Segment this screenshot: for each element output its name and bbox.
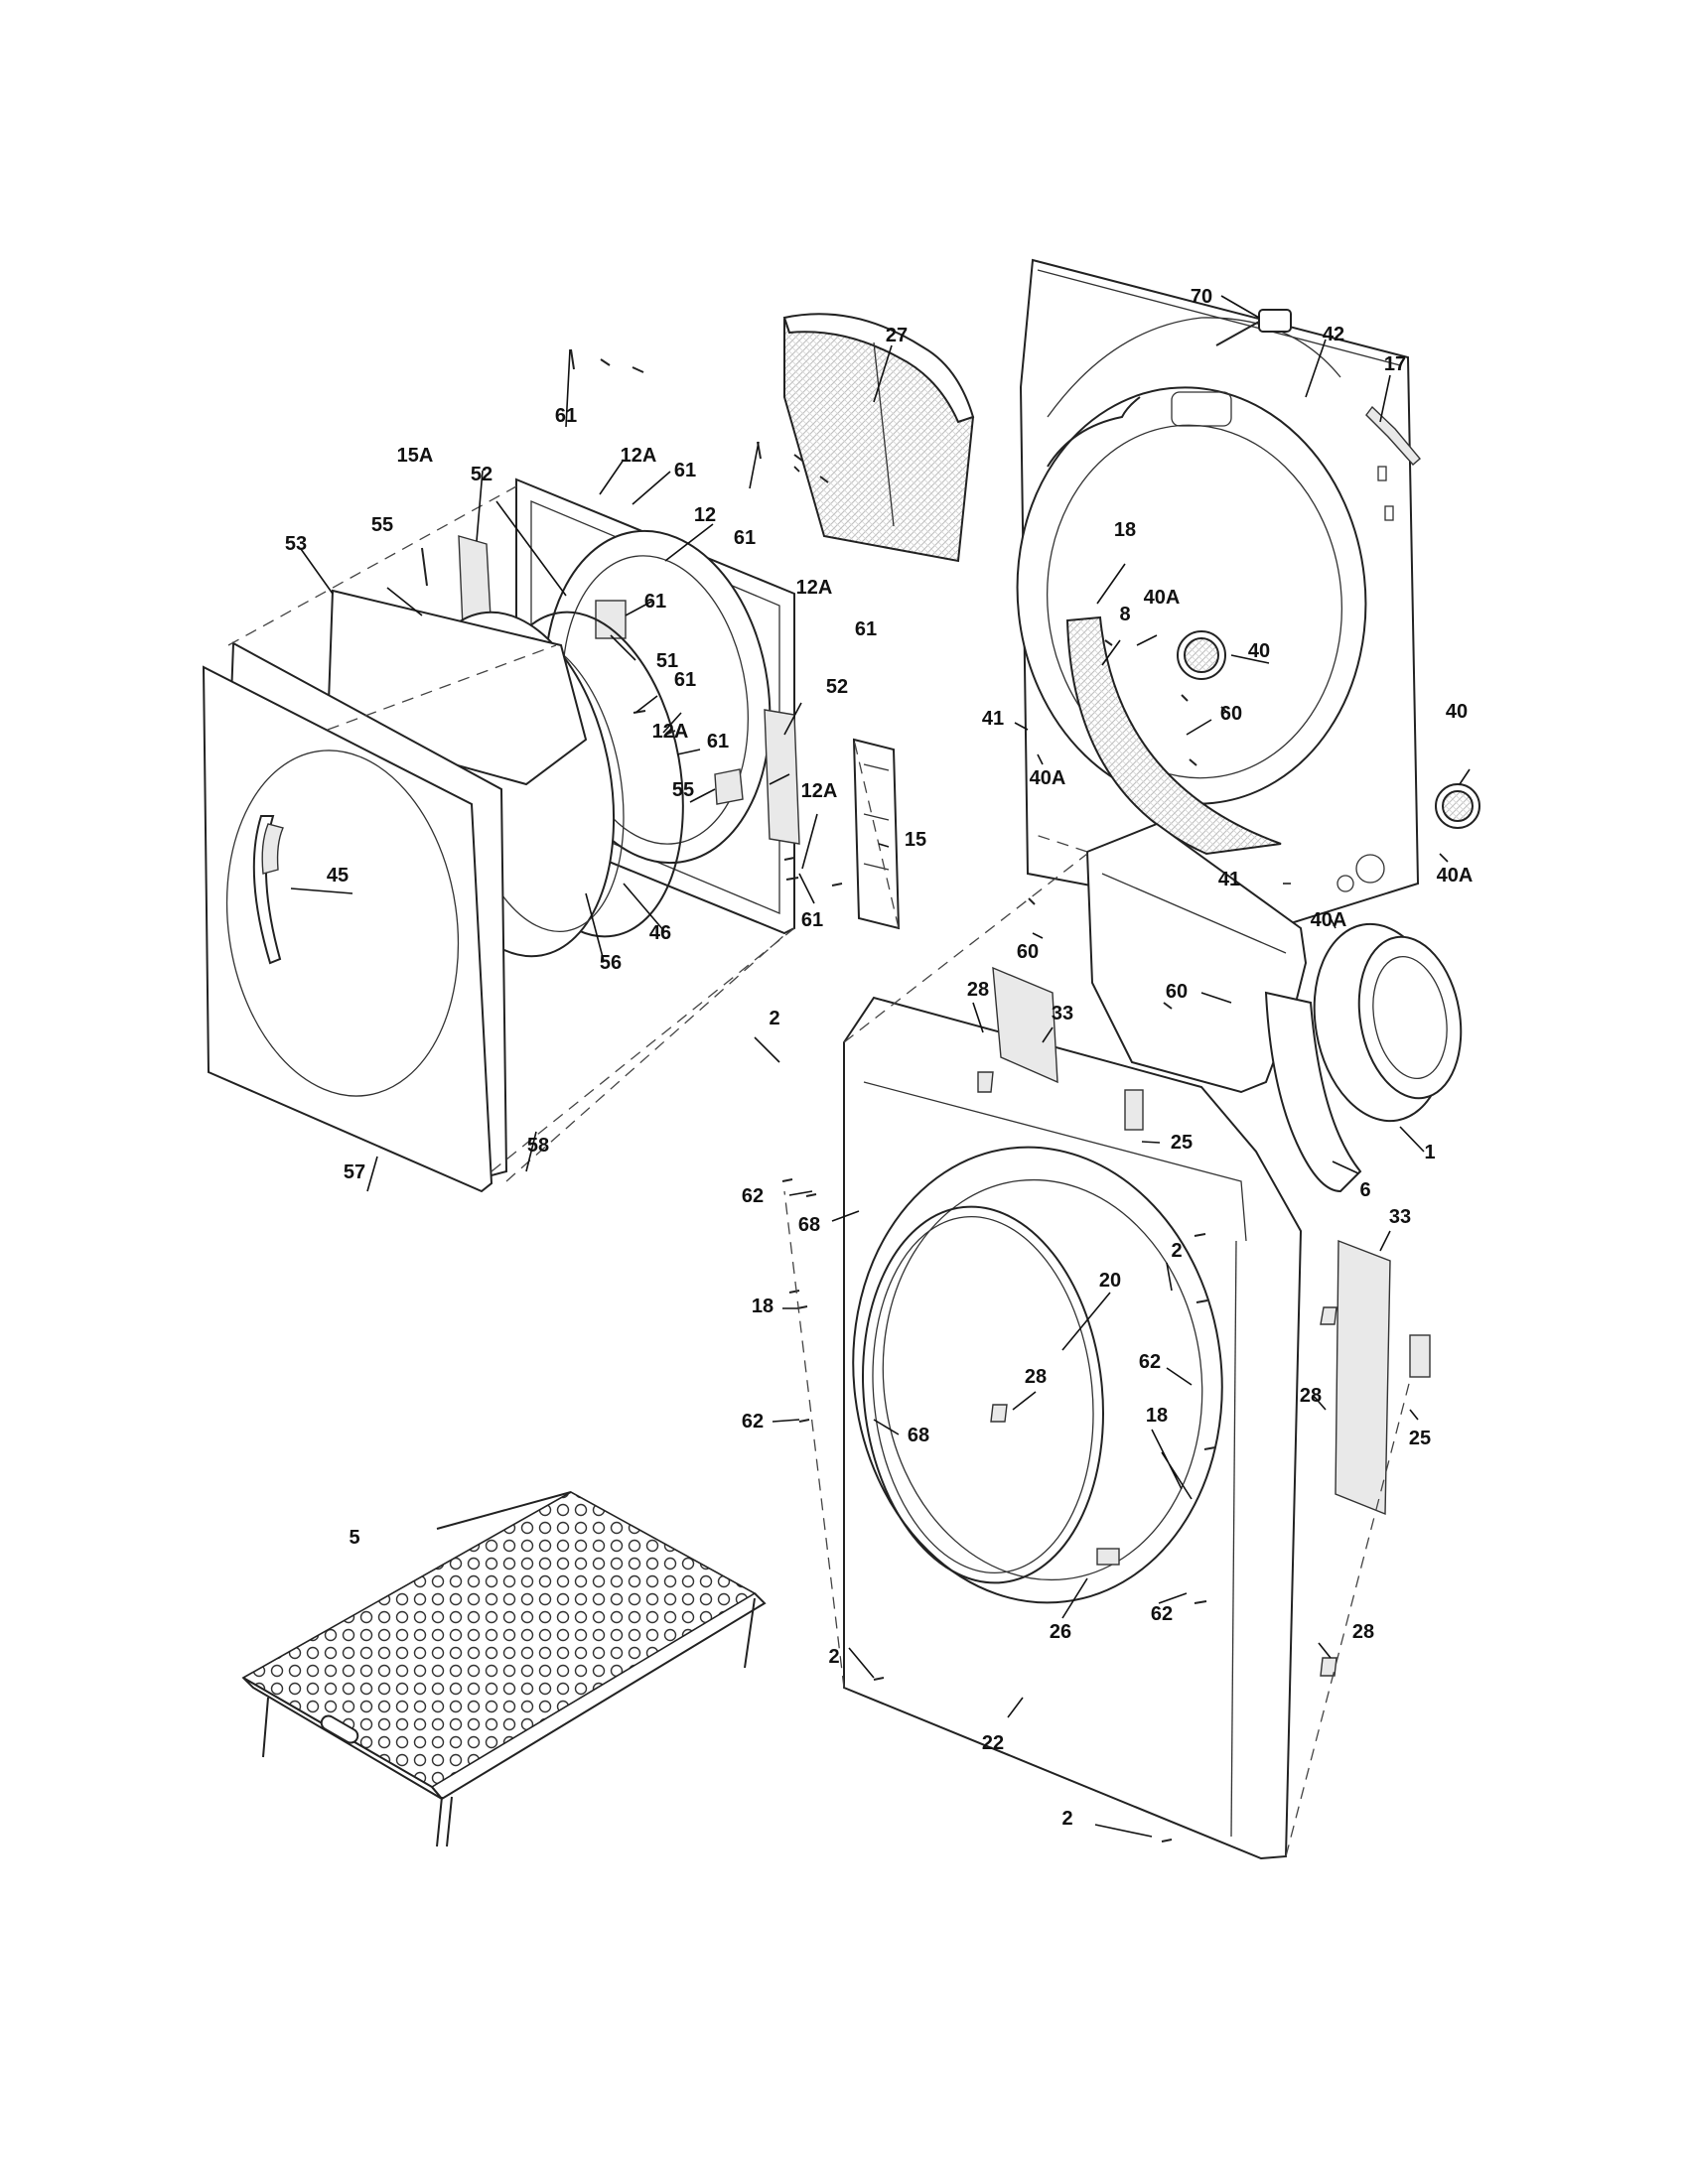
callout-label-70: 70 bbox=[1191, 286, 1212, 308]
rear-bearing-40 bbox=[1177, 630, 1480, 829]
callout-label-61: 61 bbox=[801, 909, 823, 931]
bracket-33-side bbox=[1335, 1239, 1391, 1516]
callout-label-22: 22 bbox=[982, 1732, 1004, 1754]
connector-25 bbox=[1124, 1089, 1431, 1378]
callout-label-46: 46 bbox=[649, 922, 671, 944]
callout-label-12a: 12A bbox=[796, 577, 833, 599]
callout-label-27: 27 bbox=[886, 325, 908, 346]
callout-label-40: 40 bbox=[1248, 640, 1270, 662]
wire-harness bbox=[1047, 396, 1141, 468]
door-handle-45 bbox=[261, 823, 284, 875]
callout-label-60: 60 bbox=[1017, 941, 1039, 963]
callout-label-52: 52 bbox=[826, 676, 848, 698]
callout-label-12: 12 bbox=[694, 504, 716, 526]
callout-label-55: 55 bbox=[672, 779, 694, 801]
callout-label-33: 33 bbox=[1052, 1003, 1073, 1024]
callout-label-62: 62 bbox=[742, 1185, 764, 1207]
latch-51 bbox=[595, 600, 627, 639]
callout-label-28: 28 bbox=[1300, 1385, 1322, 1407]
front-panel-22 bbox=[843, 996, 1303, 1860]
callout-label-56: 56 bbox=[600, 952, 622, 974]
callout-label-61: 61 bbox=[555, 405, 577, 427]
callout-label-18: 18 bbox=[752, 1296, 774, 1317]
screws bbox=[570, 348, 1228, 1843]
callout-label-12a: 12A bbox=[652, 721, 689, 743]
callout-label-51: 51 bbox=[656, 650, 678, 672]
callout-label-57: 57 bbox=[344, 1161, 365, 1183]
callout-label-25: 25 bbox=[1171, 1132, 1193, 1154]
callout-label-61: 61 bbox=[734, 527, 756, 549]
callout-label-68: 68 bbox=[798, 1214, 820, 1236]
door-seal-20 bbox=[862, 1205, 1104, 1584]
callout-label-61: 61 bbox=[674, 460, 696, 481]
callout-label-1: 1 bbox=[1424, 1142, 1435, 1163]
callout-label-15: 15 bbox=[905, 829, 926, 851]
callout-label-28: 28 bbox=[1352, 1621, 1374, 1643]
callout-label-18: 18 bbox=[1114, 519, 1136, 541]
callout-label-58: 58 bbox=[527, 1135, 549, 1157]
callout-label-2: 2 bbox=[1061, 1808, 1072, 1830]
callout-label-62: 62 bbox=[742, 1411, 764, 1433]
callout-label-26: 26 bbox=[1050, 1621, 1071, 1643]
sensor-70 bbox=[1215, 309, 1292, 346]
callout-labels: 70 42 17 27 61 12A 61 15A 52 12 55 53 61… bbox=[285, 286, 1473, 1830]
callout-label-60: 60 bbox=[1166, 981, 1188, 1003]
callout-label-40: 40 bbox=[1446, 701, 1468, 723]
callout-label-61: 61 bbox=[855, 618, 877, 640]
callout-label-62: 62 bbox=[1151, 1603, 1173, 1625]
callout-label-20: 20 bbox=[1099, 1270, 1121, 1292]
callout-label-45: 45 bbox=[327, 865, 349, 887]
exhaust-duct-6 bbox=[1085, 822, 1362, 1193]
callout-label-25: 25 bbox=[1409, 1428, 1431, 1449]
callout-label-2: 2 bbox=[828, 1646, 839, 1668]
callout-label-40a: 40A bbox=[1311, 909, 1347, 931]
callout-label-53: 53 bbox=[285, 533, 307, 555]
callout-label-55: 55 bbox=[371, 514, 393, 536]
outer-door-57 bbox=[202, 665, 493, 1193]
callout-label-28: 28 bbox=[1025, 1366, 1047, 1388]
callout-label-61: 61 bbox=[674, 669, 696, 691]
callout-label-17: 17 bbox=[1384, 353, 1406, 375]
leader-lines bbox=[290, 295, 1471, 1838]
callout-label-40a: 40A bbox=[1437, 865, 1474, 887]
blower-1 bbox=[1313, 922, 1463, 1123]
callout-label-40a: 40A bbox=[1030, 767, 1066, 789]
spacer-55 bbox=[421, 547, 744, 805]
bracket-33-top bbox=[992, 966, 1058, 1084]
callout-label-2: 2 bbox=[1171, 1240, 1182, 1262]
callout-label-5: 5 bbox=[349, 1527, 359, 1549]
callout-label-6: 6 bbox=[1359, 1179, 1370, 1201]
callout-label-15a: 15A bbox=[397, 445, 434, 467]
callout-label-52: 52 bbox=[471, 464, 492, 485]
drying-rack-5 bbox=[241, 1491, 767, 1847]
callout-label-60: 60 bbox=[1220, 703, 1242, 725]
callout-label-41: 41 bbox=[982, 708, 1004, 730]
hook-28 bbox=[977, 1071, 1337, 1677]
callout-label-41: 41 bbox=[1218, 869, 1240, 890]
callout-label-12a: 12A bbox=[621, 445, 657, 467]
callout-label-12a: 12A bbox=[801, 780, 838, 802]
callout-label-18: 18 bbox=[1146, 1405, 1168, 1427]
callout-label-42: 42 bbox=[1323, 324, 1344, 345]
callout-label-61: 61 bbox=[644, 591, 666, 613]
callout-label-61: 61 bbox=[707, 731, 729, 752]
callout-label-8: 8 bbox=[1119, 604, 1130, 625]
switch-26 bbox=[1096, 1548, 1120, 1566]
duct-heater-8 bbox=[1065, 615, 1282, 856]
callout-label-62: 62 bbox=[1139, 1351, 1161, 1373]
callout-label-68: 68 bbox=[908, 1425, 929, 1446]
callout-label-2: 2 bbox=[769, 1008, 779, 1029]
callout-label-28: 28 bbox=[967, 979, 989, 1001]
callout-label-33: 33 bbox=[1389, 1206, 1411, 1228]
projection-lines bbox=[227, 485, 1411, 1857]
lint-filter bbox=[782, 313, 975, 563]
hinge-bracket-52 bbox=[764, 709, 800, 845]
callout-label-40a: 40A bbox=[1144, 587, 1181, 609]
